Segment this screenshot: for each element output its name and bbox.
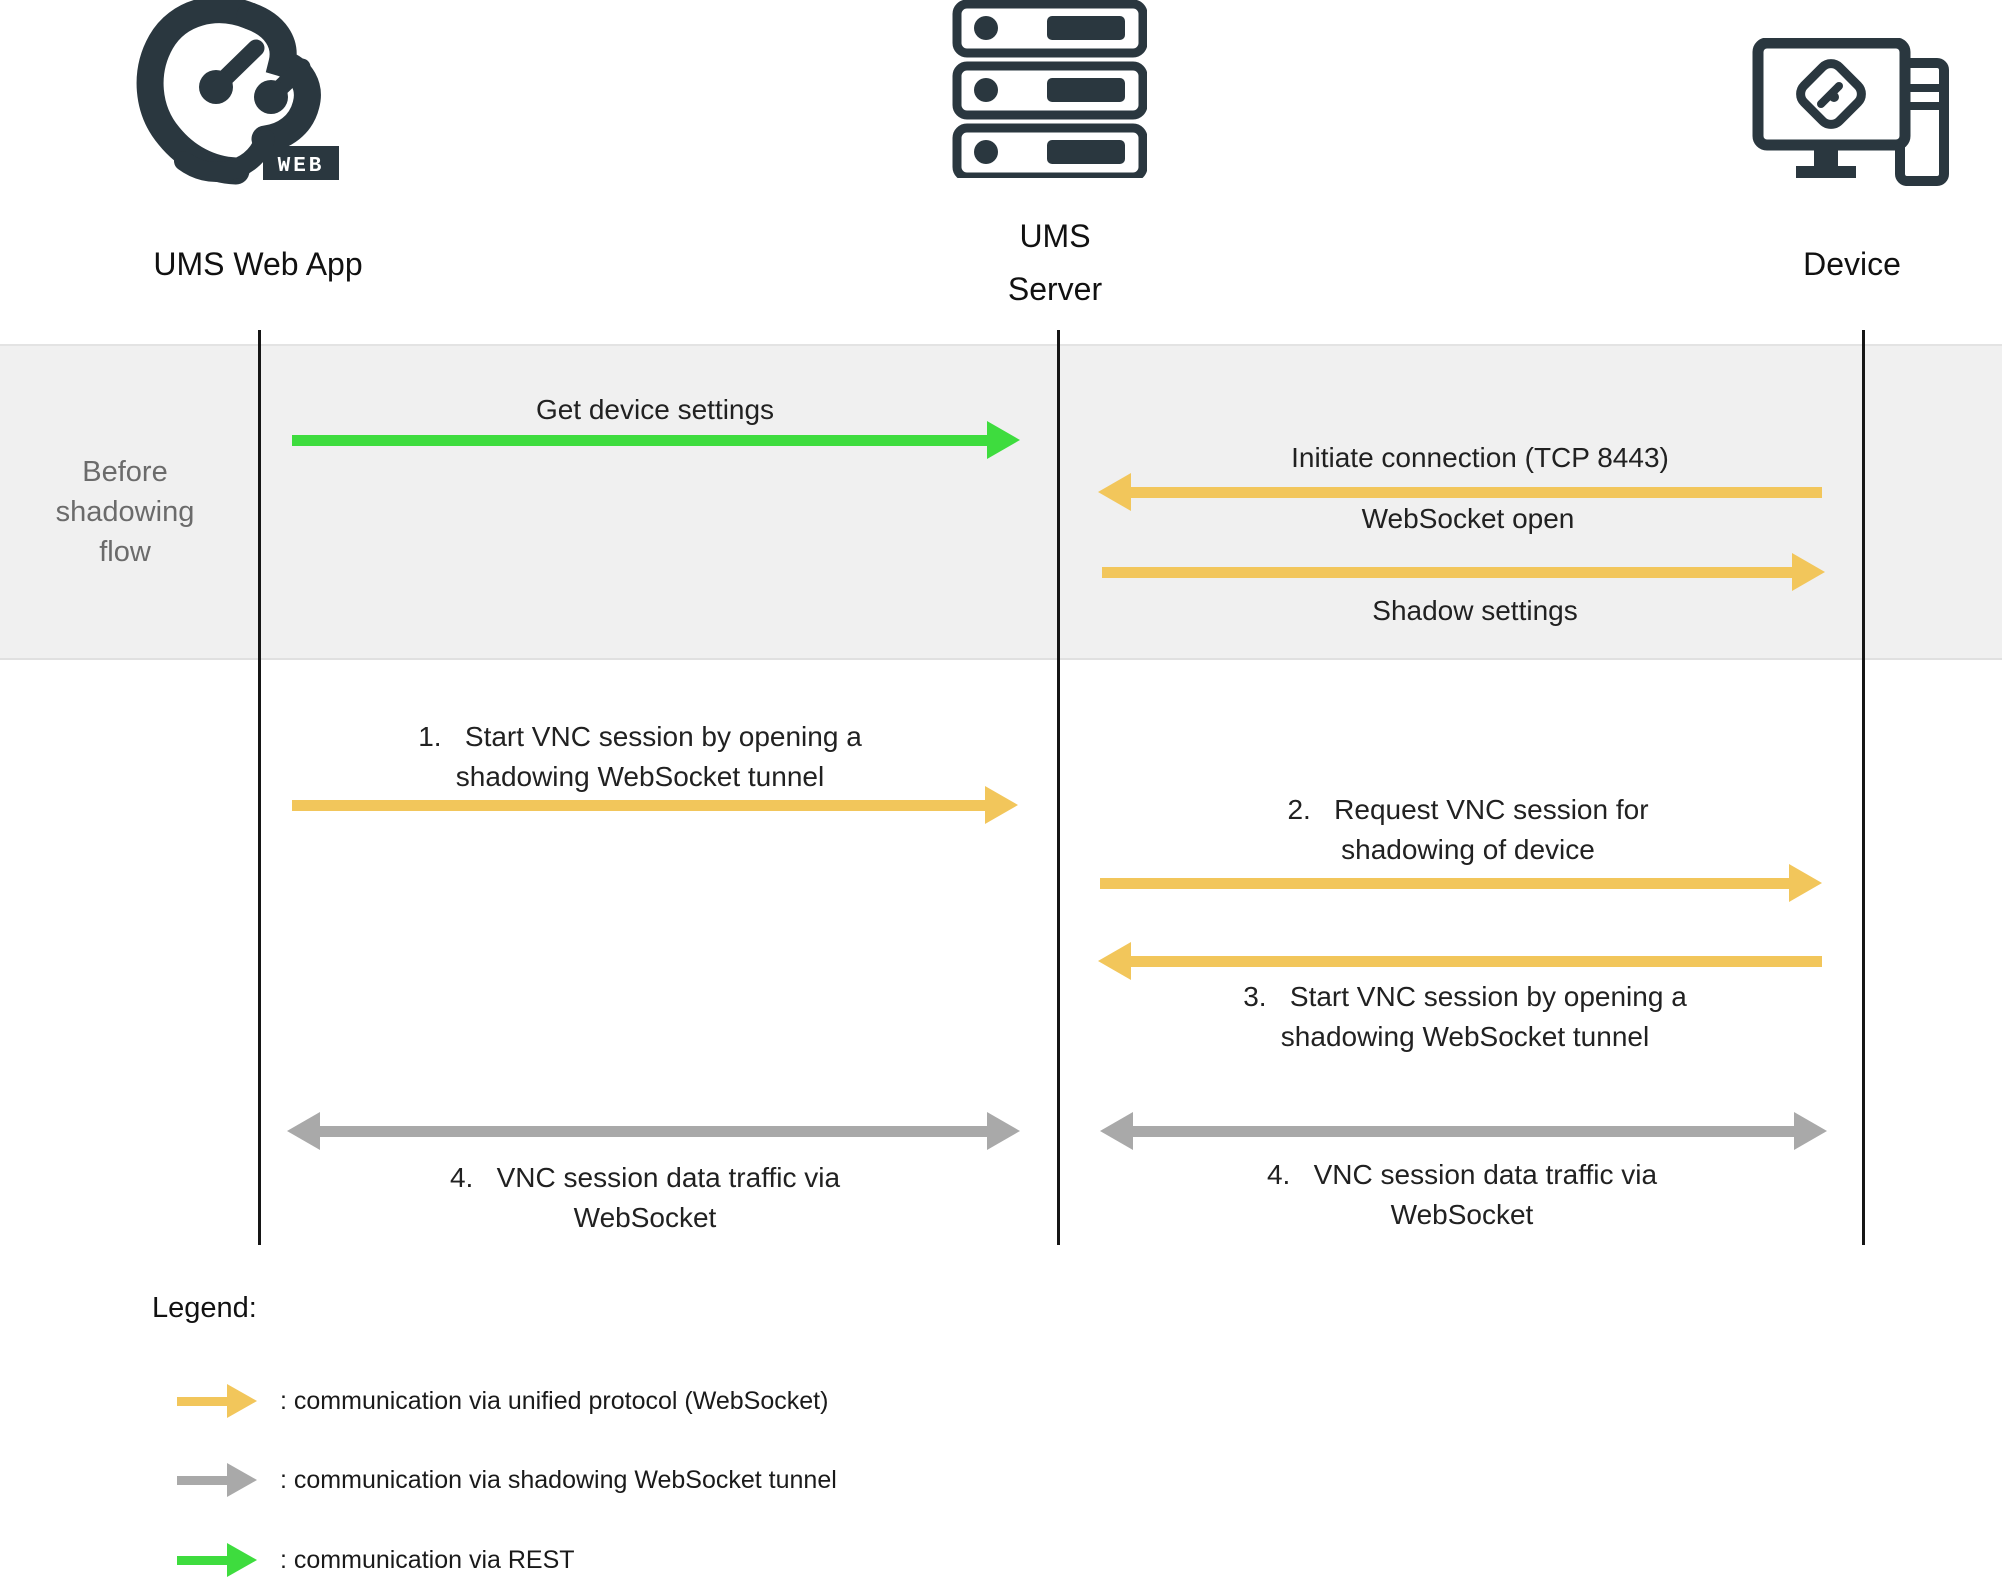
actor-label-ums-web-app: UMS Web App (153, 246, 363, 282)
legend-title: Legend: (152, 1292, 257, 1324)
legend-label-unified: : communication via unified protocol (We… (280, 1387, 829, 1415)
legend-arrow-shadowing (177, 1463, 257, 1497)
arrow-initiate-connection (1098, 473, 1822, 511)
lifeline-device (1862, 330, 1865, 1245)
arrow-step-1 (292, 786, 1018, 824)
message-step-2: 2. Request VNC session for shadowing of … (1287, 794, 1649, 865)
before-shadowing-band (0, 344, 2002, 660)
arrow-step-4-right (1100, 1112, 1827, 1150)
arrow-step-3 (1098, 942, 1822, 980)
logo-dot-left (199, 70, 233, 104)
device-monitor-icon (1752, 38, 1949, 186)
message-step-1: 1. Start VNC session by opening a shadow… (418, 721, 862, 792)
lifeline-web-app (258, 330, 261, 1245)
message-initiate-connection: Initiate connection (TCP 8443) (1291, 442, 1669, 473)
message-get-device-settings: Get device settings (535, 394, 775, 425)
message-step-4-left: 4. VNC session data traffic via WebSocke… (449, 1162, 841, 1233)
message-step-3: 3. Start VNC session by opening a shadow… (1243, 981, 1687, 1052)
legend-label-rest: : communication via REST (280, 1546, 575, 1574)
arrow-step-2 (1100, 864, 1822, 902)
web-badge (263, 146, 339, 180)
legend-arrow-unified (177, 1384, 257, 1418)
legend-arrow-rest (177, 1543, 257, 1577)
web-badge-label: WEB (278, 155, 325, 178)
igel-ums-web-logo: WEB (136, 0, 339, 185)
arrow-shadow-settings (1102, 553, 1825, 591)
legend-label-shadowing: : communication via shadowing WebSocket … (280, 1466, 837, 1494)
logo-dot-right (254, 80, 288, 114)
band-label: Before shadowing flow (55, 456, 195, 568)
actor-label-device: Device (1803, 246, 1901, 282)
lifeline-server (1057, 330, 1060, 1245)
message-websocket-open: WebSocket open (1361, 503, 1575, 534)
actor-label-ums-server: UMS Server (1007, 218, 1103, 307)
message-shadow-settings: Shadow settings (1372, 595, 1578, 626)
arrow-get-device-settings (292, 421, 1020, 459)
arrow-step-4-left (287, 1112, 1020, 1150)
server-stack-icon (952, 0, 1147, 178)
device-screen-logo (1796, 59, 1866, 129)
message-step-4-right: 4. VNC session data traffic via WebSocke… (1266, 1159, 1658, 1230)
